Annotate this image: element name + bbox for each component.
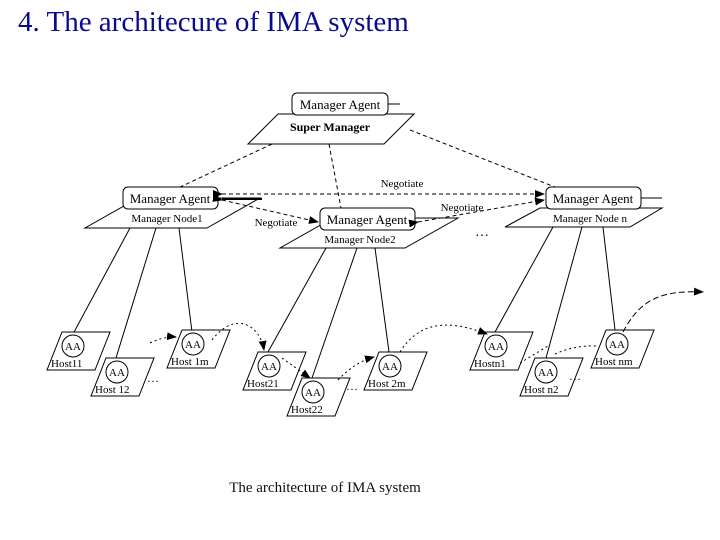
host-label: Host 2m <box>368 378 406 390</box>
host-label: Host 12 <box>95 384 130 396</box>
host-agent-circle <box>257 354 281 378</box>
host-agent-circle <box>105 360 129 384</box>
host-agent-label: AA <box>109 367 125 379</box>
manager-node-n-node-label: Manager Node n <box>553 213 627 225</box>
host-8[interactable]: AA Host n2 <box>519 357 584 397</box>
host-agent-circle <box>61 334 85 358</box>
slide-title: 4. The architecure of IMA system <box>18 6 409 38</box>
host-7[interactable]: AA Hostn1 <box>469 331 534 371</box>
migration-paths <box>149 287 704 381</box>
negotiate-arrow-2-n <box>408 197 545 228</box>
host-agent-label: AA <box>609 339 625 351</box>
super-manager[interactable]: Manager Agent Super Manager <box>246 92 416 145</box>
manager-ellipsis: … <box>475 225 489 240</box>
super-manager-agent-label: Manager Agent <box>300 97 381 112</box>
host-agent-circle <box>534 360 558 384</box>
host-ellipsis-3: … <box>569 369 581 383</box>
host-2[interactable]: AA Host 12 <box>90 357 155 397</box>
manager-node-2-node-label: Manager Node2 <box>324 234 395 246</box>
host-label: Host 1m <box>171 356 209 368</box>
host-agent-circle <box>484 334 508 358</box>
manager-node-n[interactable]: Manager Agent Manager Node n <box>504 186 664 228</box>
host-5[interactable]: AA Host22 <box>286 377 351 417</box>
host-agent-label: AA <box>488 341 504 353</box>
host-4[interactable]: AA Host21 <box>242 351 307 391</box>
manager-host-links <box>72 226 616 379</box>
host-label: Hostn1 <box>474 358 506 370</box>
host-1[interactable]: AA Host11 <box>46 331 111 371</box>
negotiate-label-left: Negotiate <box>255 217 298 229</box>
host-label: Host nm <box>595 356 633 368</box>
host-agent-circle <box>181 332 205 356</box>
host-label: Host11 <box>51 358 82 370</box>
negotiate-links <box>212 190 545 228</box>
negotiate-arrow-1-2 <box>212 194 319 224</box>
manager-node-1-agent-label: Manager Agent <box>130 191 211 206</box>
host-label: Host21 <box>247 378 279 390</box>
host-6[interactable]: AA Host 2m <box>363 351 428 391</box>
host-label: Host22 <box>291 404 323 416</box>
host-9[interactable]: AA Host nm <box>590 329 655 369</box>
host-agent-label: AA <box>382 361 398 373</box>
host-label: Host n2 <box>524 384 559 396</box>
host-agent-label: AA <box>185 339 201 351</box>
manager-node-1-node-label: Manager Node1 <box>131 213 202 225</box>
diagram-caption: The architecture of IMA system <box>229 480 421 496</box>
manager-node-1[interactable]: Manager Agent Manager Node1 <box>83 186 262 229</box>
host-agent-label: AA <box>65 341 81 353</box>
manager-node-2-agent-label: Manager Agent <box>327 212 408 227</box>
super-manager-node-label: Super Manager <box>290 120 371 134</box>
host-3[interactable]: AA Host 1m <box>166 329 231 369</box>
host-agent-label: AA <box>538 367 554 379</box>
host-ellipsis-2: … <box>346 379 358 393</box>
host-agent-label: AA <box>305 387 321 399</box>
host-ellipsis-1: … <box>147 371 159 385</box>
super-manager-links <box>177 129 556 209</box>
negotiate-label-right: Negotiate <box>441 202 484 214</box>
host-agent-circle <box>605 332 629 356</box>
host-agent-circle <box>301 380 325 404</box>
manager-node-n-agent-label: Manager Agent <box>553 191 634 206</box>
super-manager-platform <box>246 113 416 145</box>
manager-node-2[interactable]: Manager Agent Manager Node2 <box>278 207 460 249</box>
host-agent-label: AA <box>261 361 277 373</box>
host-agent-circle <box>378 354 402 378</box>
negotiate-label-top: Negotiate <box>381 178 424 190</box>
